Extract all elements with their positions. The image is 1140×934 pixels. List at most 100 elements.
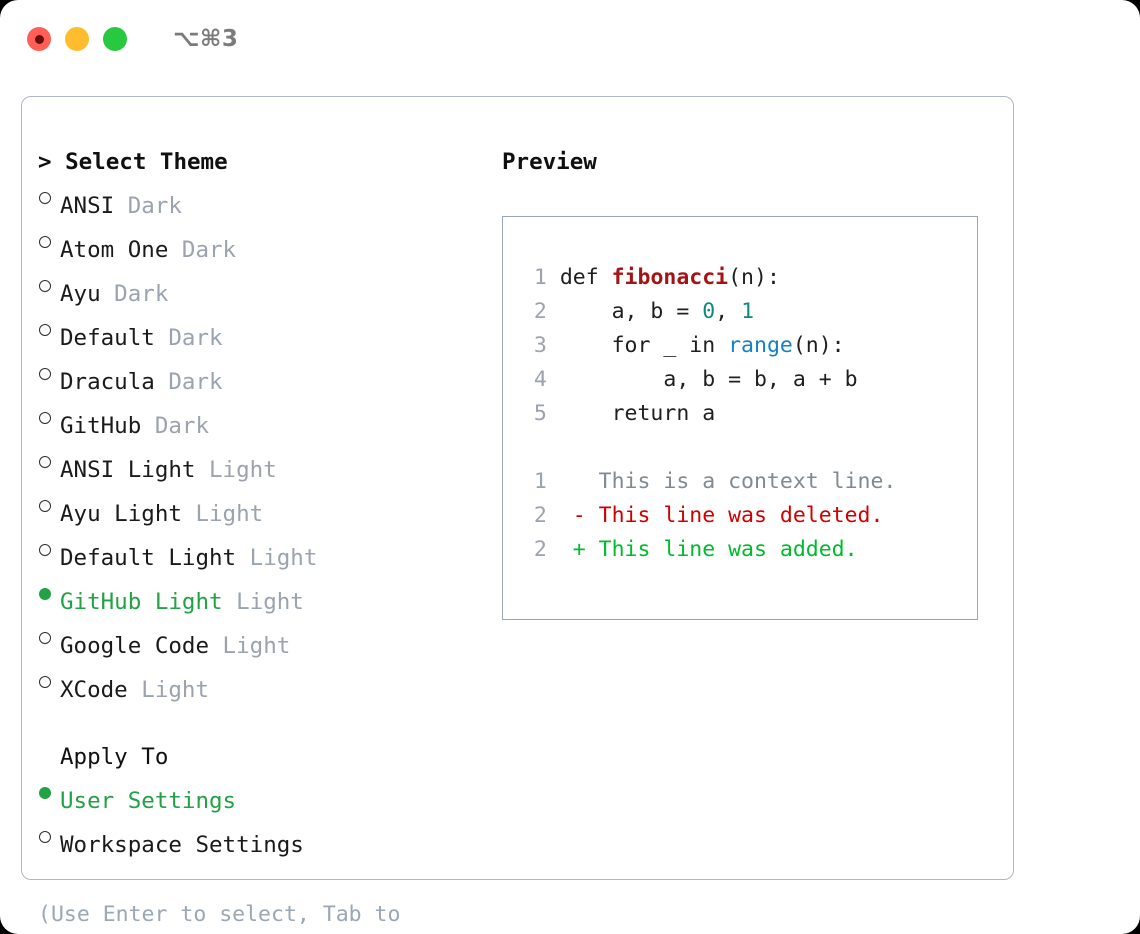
diff-line-ctx: 1 This is a context line. <box>521 465 977 499</box>
code-diff-spacer <box>521 431 977 465</box>
theme-option[interactable]: Atom One Dark <box>38 223 468 267</box>
radio-unselected-icon[interactable] <box>38 619 60 653</box>
code-token-plain: a, b = b, a + b <box>559 367 858 392</box>
code-line: 4 a, b = b, a + b <box>521 363 977 397</box>
theme-option[interactable]: Default Light Light <box>38 531 468 575</box>
code-token-plain: def <box>559 265 612 290</box>
code-token-plain: for _ in <box>559 333 729 358</box>
radio-selected-icon[interactable] <box>38 774 60 808</box>
code-line: 5 return a <box>521 397 977 431</box>
line-number: 4 <box>533 367 547 392</box>
radio-unselected-icon[interactable] <box>38 399 60 433</box>
code-line: 2 a, b = 0, 1 <box>521 295 977 329</box>
line-number: 1 <box>533 265 547 290</box>
radio-unselected-icon[interactable] <box>38 487 60 521</box>
title-bar: ⌥⌘3 <box>0 0 1140 78</box>
line-number: 1 <box>533 469 547 494</box>
preview-title: Preview <box>502 149 597 175</box>
theme-variant-tag: Dark <box>168 237 237 263</box>
code-token-plain: a, b = <box>559 299 703 324</box>
theme-option-label: GitHub Light <box>60 589 223 615</box>
theme-variant-tag: Light <box>181 501 264 527</box>
theme-option[interactable]: ANSI Dark <box>38 179 468 223</box>
line-number: 3 <box>533 333 547 358</box>
radio-unselected-icon[interactable] <box>38 443 60 477</box>
theme-option-label: Ayu Light <box>60 501 182 527</box>
minimize-button[interactable] <box>65 27 89 51</box>
theme-variant-tag: Light <box>236 545 318 571</box>
theme-option-label: Default Light <box>60 545 237 571</box>
theme-option[interactable]: GitHub Light Light <box>38 575 468 619</box>
theme-option[interactable]: XCode Light <box>38 663 468 707</box>
close-button[interactable] <box>27 27 51 51</box>
theme-option[interactable]: ANSI Light Light <box>38 443 468 487</box>
window-controls <box>27 27 127 51</box>
radio-unselected-icon[interactable] <box>38 818 60 852</box>
theme-variant-tag: Dark <box>154 325 223 351</box>
theme-option[interactable]: Default Dark <box>38 311 468 355</box>
code-token-plain: (n): <box>728 265 780 290</box>
theme-variant-tag: Light <box>222 589 304 615</box>
line-number: 2 <box>533 503 547 528</box>
theme-option-label: Dracula <box>60 369 155 395</box>
maximize-button[interactable] <box>103 27 127 51</box>
apply-to-header: Apply To <box>60 744 169 770</box>
theme-variant-tag: Dark <box>154 369 223 395</box>
theme-option-label: Ayu <box>60 281 101 307</box>
theme-option[interactable]: GitHub Dark <box>38 399 468 443</box>
keyboard-hint-text: (Use Enter to select, Tab to change focu… <box>38 902 401 927</box>
radio-unselected-icon[interactable] <box>38 663 60 697</box>
radio-unselected-icon[interactable] <box>38 355 60 389</box>
code-line: 3 for _ in range(n): <box>521 329 977 363</box>
code-line: 1 def fibonacci(n): <box>521 261 977 295</box>
theme-option[interactable]: Ayu Light Light <box>38 487 468 531</box>
apply-to-option[interactable]: Workspace Settings <box>38 818 468 862</box>
line-number: 2 <box>533 537 547 562</box>
theme-variant-tag: Dark <box>114 193 182 219</box>
keyboard-shortcut-label: ⌥⌘3 <box>173 26 239 52</box>
theme-variant-tag: Light <box>209 633 291 659</box>
radio-unselected-icon[interactable] <box>38 531 60 565</box>
theme-variant-tag: Dark <box>100 281 169 307</box>
radio-unselected-icon[interactable] <box>38 223 60 257</box>
code-token-num: 0 <box>702 299 716 324</box>
theme-option-label: Default <box>60 325 155 351</box>
theme-variant-tag: Light <box>127 677 210 703</box>
apply-to-option-label: User Settings <box>60 788 237 814</box>
apply-to-option[interactable]: User Settings <box>38 774 468 818</box>
theme-option[interactable]: Ayu Dark <box>38 267 468 311</box>
code-token-plain: return a <box>559 401 716 426</box>
radio-unselected-icon[interactable] <box>38 179 60 213</box>
radio-unselected-icon[interactable] <box>38 311 60 345</box>
radio-selected-icon[interactable] <box>38 575 60 609</box>
diff-line-text: This is a context line. <box>546 469 897 494</box>
recording-indicator-icon <box>34 34 44 44</box>
diff-line-del: 2 - This line was deleted. <box>521 499 977 533</box>
theme-option-label: GitHub <box>60 413 142 439</box>
theme-option-label: XCode <box>60 677 128 703</box>
diff-line-text: + This line was added. <box>546 537 858 562</box>
theme-option-label: Google Code <box>60 633 210 659</box>
theme-option-label: ANSI <box>60 193 115 219</box>
theme-option-label: Atom One <box>60 237 169 263</box>
theme-option-label: ANSI Light <box>60 457 196 483</box>
select-theme-header: > Select Theme <box>38 149 228 175</box>
line-number: 5 <box>533 401 547 426</box>
diff-sample: 1 This is a context line.2 - This line w… <box>521 465 977 567</box>
radio-unselected-icon[interactable] <box>38 267 60 301</box>
theme-option[interactable]: Dracula Dark <box>38 355 468 399</box>
theme-option[interactable]: Google Code Light <box>38 619 468 663</box>
code-token-call: range <box>728 333 793 358</box>
code-token-plain: , <box>715 299 742 324</box>
theme-variant-tag: Light <box>195 457 277 483</box>
code-token-fn: fibonacci <box>611 265 729 290</box>
theme-variant-tag: Dark <box>141 413 210 439</box>
